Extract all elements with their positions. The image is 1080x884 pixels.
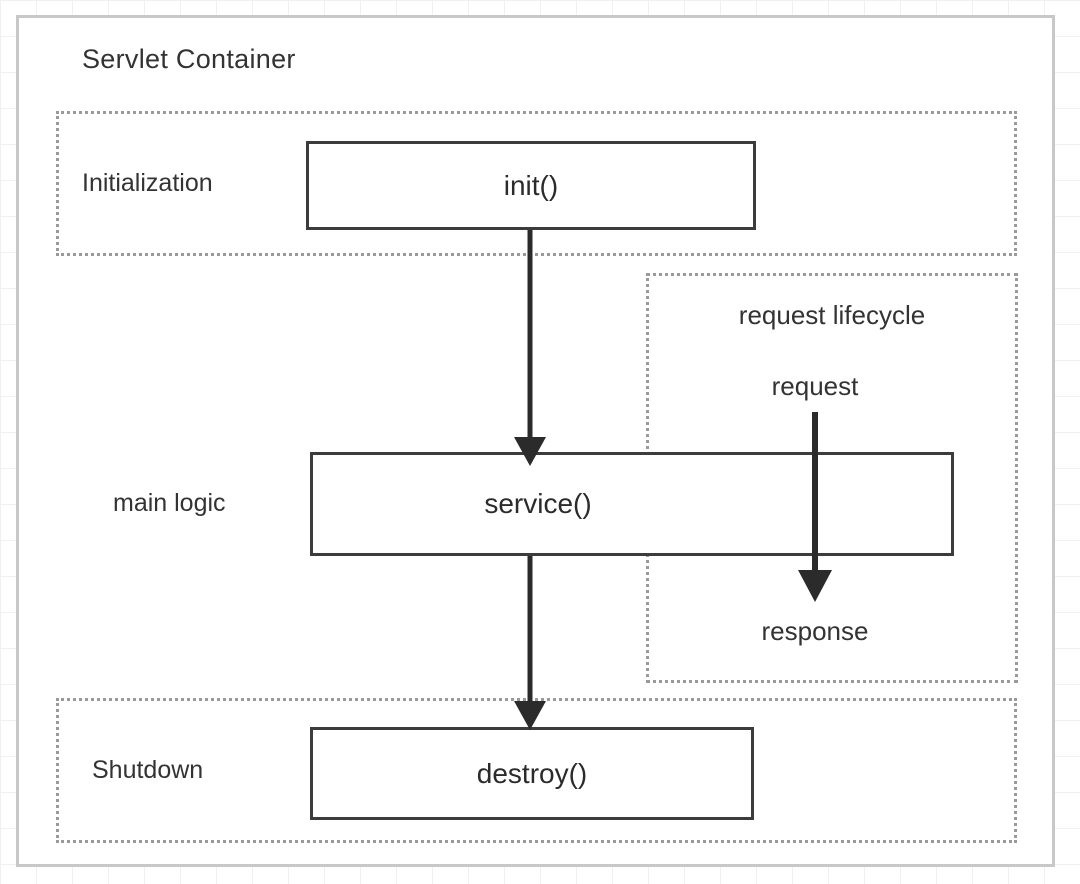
response-label: response — [761, 616, 869, 646]
page-title: Servlet Container — [82, 44, 296, 74]
section-label-shutdown: Shutdown — [92, 756, 204, 784]
destroy-method-box: destroy() — [310, 727, 754, 820]
section-label-main-logic: main logic — [113, 489, 226, 517]
request-label: request — [771, 371, 859, 401]
destroy-method-label: destroy() — [476, 757, 588, 789]
section-label-initialization: Initialization — [82, 169, 213, 197]
section-shutdown-frame — [56, 698, 1017, 843]
init-method-box: init() — [306, 141, 756, 230]
service-method-label: service() — [484, 488, 592, 519]
section-initialization-frame — [56, 111, 1017, 256]
service-method-box: service() — [310, 452, 954, 556]
init-method-label: init() — [503, 169, 559, 201]
request-lifecycle-title: request lifecycle — [738, 300, 926, 330]
